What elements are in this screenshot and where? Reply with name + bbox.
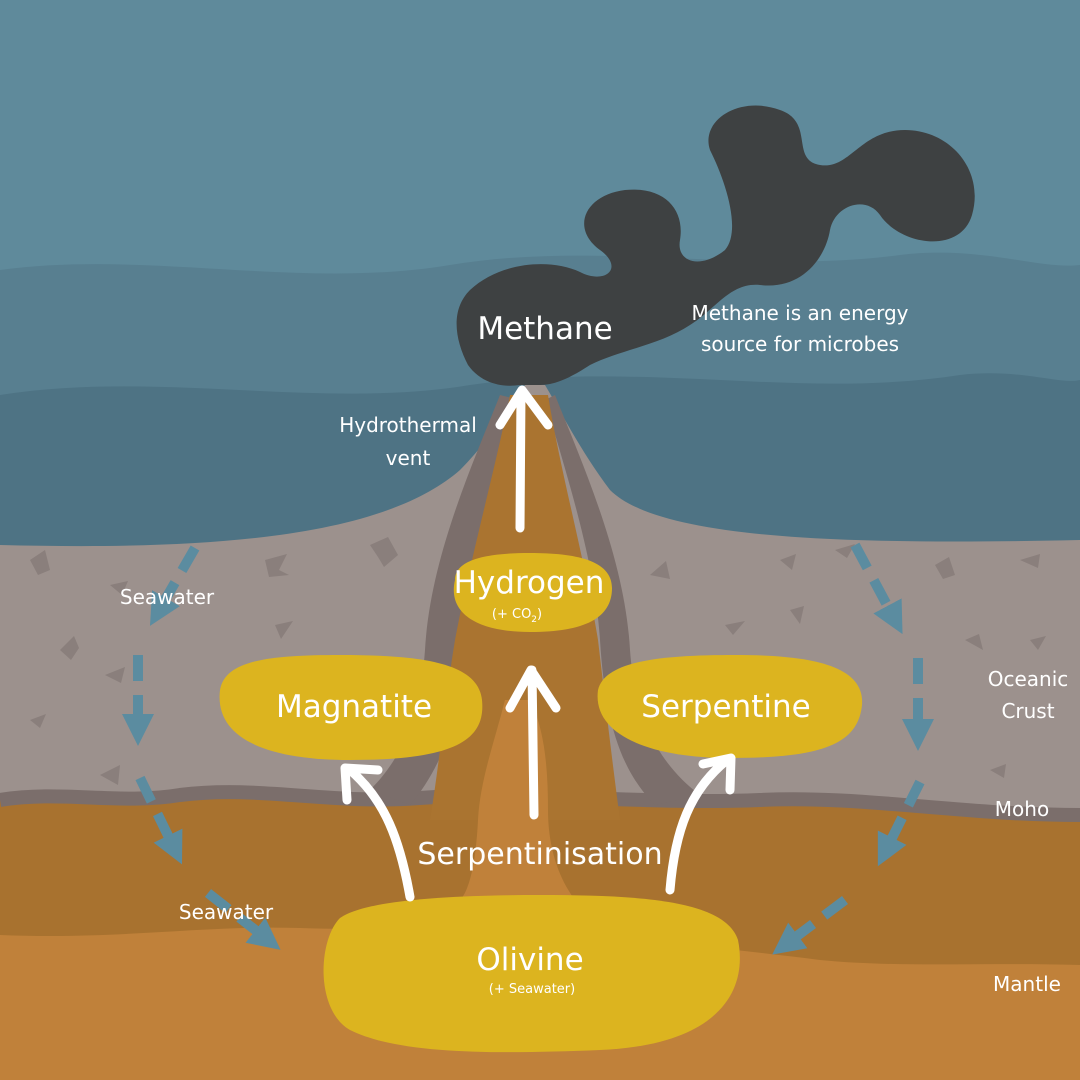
seawater-arrow-left-3 [135,775,183,865]
methane-plume [456,105,975,386]
oceanic-crust-label-line2: Crust [1001,699,1054,723]
serpentine-blob [597,655,863,758]
hydrogen-sub-suffix: ) [537,607,542,622]
seawater-arrow-left-1 [149,545,200,626]
olivine-blob [323,895,740,1053]
arrow-olivine-to-serpentine [665,753,736,895]
seawater-arrow-right-4 [772,896,848,955]
methane-note-line2: source for microbes [701,332,899,356]
arrow-olivine-to-magnatite [340,763,415,902]
methane-note-line1: Methane is an energy [692,301,909,325]
arrow-hydrogen-to-methane [495,385,553,533]
hydrogen-sub-prefix: (+ CO [492,607,531,622]
vent-label-line1: Hydrothermal [339,413,477,437]
seawater-arrow-left-4 [204,889,281,950]
vent-label-line2: vent [386,446,431,470]
serpentine-label: Serpentine [641,689,810,725]
seawater-arrow-right-3 [877,779,925,867]
olivine-label: Olivine [476,942,583,978]
reaction-arrows [340,385,736,902]
hydrogen-sub-label: (+ CO2) [492,607,542,625]
seawater-label-top: Seawater [120,585,215,609]
seawater-label-bottom: Seawater [179,900,274,924]
oceanic-crust-label-line1: Oceanic [988,667,1069,691]
moho-label: Moho [995,797,1049,821]
hydrogen-blob [453,553,612,632]
crust-rock-fragments [30,537,1046,785]
hydrogen-label: Hydrogen [454,565,605,601]
magnatite-label: Magnatite [276,689,432,725]
seawater-arrow-right-1 [850,542,903,635]
conduit-lower-stream [460,700,575,900]
serpentinisation-label: Serpentinisation [417,837,662,872]
vent-rim-right [545,395,700,805]
mantle-label: Mantle [993,972,1061,996]
vent-rim [370,395,520,805]
methane-label: Methane [477,311,612,347]
seawater-flow-arrows [121,542,935,955]
magnatite-blob [219,655,483,760]
olivine-sub-label: (+ Seawater) [489,982,575,997]
hydrogen-sub-subscript: 2 [531,615,537,625]
arrow-olivine-to-hydrogen [505,665,561,820]
